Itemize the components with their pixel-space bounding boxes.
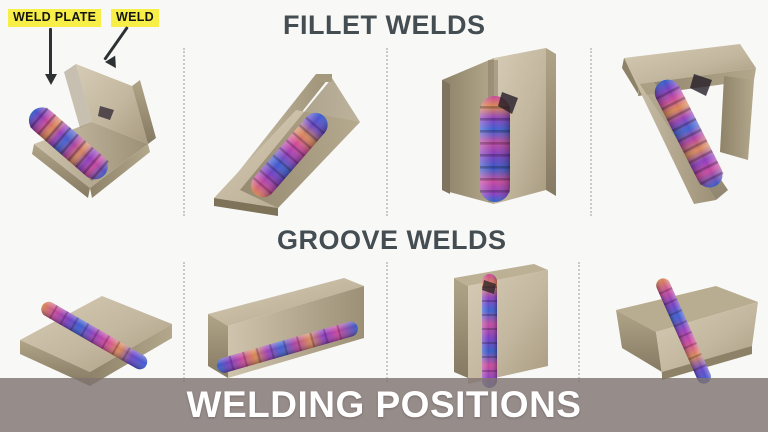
column-divider-bottom-2	[386, 262, 388, 382]
weld-plate-callout-label: WELD PLATE	[8, 9, 102, 27]
groove-welds-header: GROOVE WELDS	[277, 225, 507, 255]
fillet-weld-horizontal-position	[200, 48, 368, 216]
page-title: WELDING POSITIONS	[186, 384, 582, 425]
fillet-welds-header: FILLET WELDS	[283, 10, 486, 40]
column-divider-top-3	[590, 48, 592, 216]
column-divider-bottom-3	[578, 262, 580, 382]
fillet-weld-overhead-position	[608, 40, 764, 210]
groove-weld-flat-position	[10, 280, 180, 390]
column-divider-bottom-1	[183, 262, 185, 382]
fillet-weld-flat-position	[14, 48, 174, 208]
groove-weld-horizontal-position	[198, 268, 374, 388]
weld-callout-label: WELD	[111, 9, 159, 27]
groove-weld-vertical-position	[438, 256, 568, 388]
fillet-weld-vertical-position	[428, 40, 578, 212]
column-divider-top-1	[183, 48, 185, 216]
title-overlay-bar: WELDING POSITIONS	[0, 378, 768, 432]
column-divider-top-2	[386, 48, 388, 216]
groove-weld-overhead-position	[604, 276, 768, 386]
